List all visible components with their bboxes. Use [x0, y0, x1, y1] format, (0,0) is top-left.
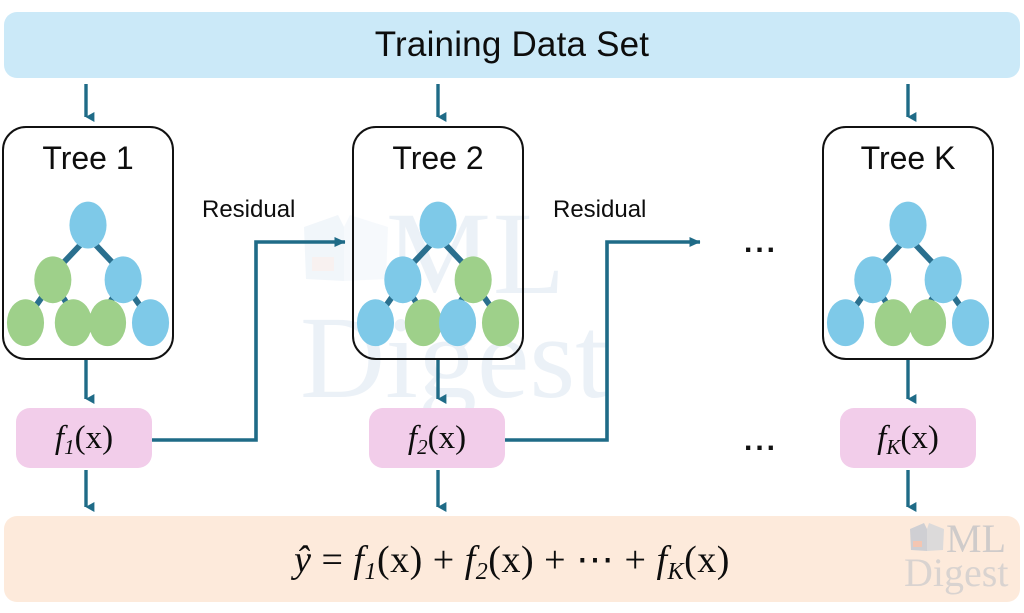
tree2-node-right [454, 256, 492, 304]
tree2-leaf-3 [438, 299, 477, 347]
residual-label-1: Residual [202, 196, 296, 223]
function-label-f1: f1(x) [54, 419, 114, 459]
result-equals: = [321, 538, 344, 581]
tree-row-ellipsis: ... [744, 226, 779, 259]
tree2-leaf-4 [481, 299, 520, 347]
tree1-leaf-2 [54, 299, 92, 347]
tree2-leaf-2 [404, 299, 442, 347]
treek-leaf-3 [908, 299, 947, 347]
tree1-node-left [34, 256, 72, 304]
tree1-leaf-3 [88, 299, 127, 347]
result-formula: ŷ = f1(x) + f2(x) + ⋯ + fK(x) [294, 537, 730, 585]
tree2-node-left [384, 256, 422, 304]
function-box-fk[interactable]: fK(x) [840, 408, 976, 468]
banner-title: Training Data Set [374, 25, 650, 64]
result-lhs: ŷ [294, 538, 312, 581]
function-label-fk: fK(x) [877, 419, 939, 459]
tree-box-1[interactable]: Tree 1 [2, 126, 174, 360]
treek-leaf-4 [951, 299, 990, 347]
function-row-ellipsis: ... [744, 424, 779, 457]
training-data-banner: Training Data Set [4, 12, 1020, 78]
result-term-1: f1(x) [353, 538, 423, 585]
treek-node-left [854, 256, 892, 304]
tree-title-1: Tree 1 [42, 140, 134, 176]
result-plus-2: + [544, 538, 567, 581]
result-cdots: ⋯ [576, 538, 615, 581]
treek-leaf-2 [874, 299, 912, 347]
result-band: ŷ = f1(x) + f2(x) + ⋯ + fK(x) [4, 516, 1020, 602]
tree-graphic-1 [6, 201, 170, 347]
function-label-f2: f2(x) [407, 419, 467, 459]
treek-leaf-1 [826, 299, 865, 347]
treek-node-root [889, 201, 927, 249]
function-box-f1[interactable]: f1(x) [16, 408, 152, 468]
result-term-3: fK(x) [656, 538, 730, 585]
tree-title-k: Tree K [860, 140, 956, 176]
tree2-leaf-1 [356, 299, 395, 347]
tree-box-k[interactable]: Tree K [822, 126, 994, 360]
tree-graphic-k [826, 201, 990, 347]
tree1-node-right [104, 256, 142, 304]
tree-box-2[interactable]: Tree 2 [352, 126, 524, 360]
tree2-node-root [419, 201, 457, 249]
residual-path-1 [152, 237, 346, 442]
tree1-node-root [69, 201, 107, 249]
tree1-leaf-4 [131, 299, 170, 347]
function-box-f2[interactable]: f2(x) [369, 408, 505, 468]
tree1-leaf-1 [6, 299, 45, 347]
residual-label-2: Residual [553, 196, 647, 223]
result-term-2: f2(x) [464, 538, 535, 585]
result-plus-3: + [624, 538, 647, 581]
residual-path-2 [505, 237, 701, 442]
tree-graphic-2 [356, 201, 520, 347]
tree-title-2: Tree 2 [392, 140, 484, 176]
result-plus-1: + [432, 538, 455, 581]
treek-node-right [924, 256, 962, 304]
